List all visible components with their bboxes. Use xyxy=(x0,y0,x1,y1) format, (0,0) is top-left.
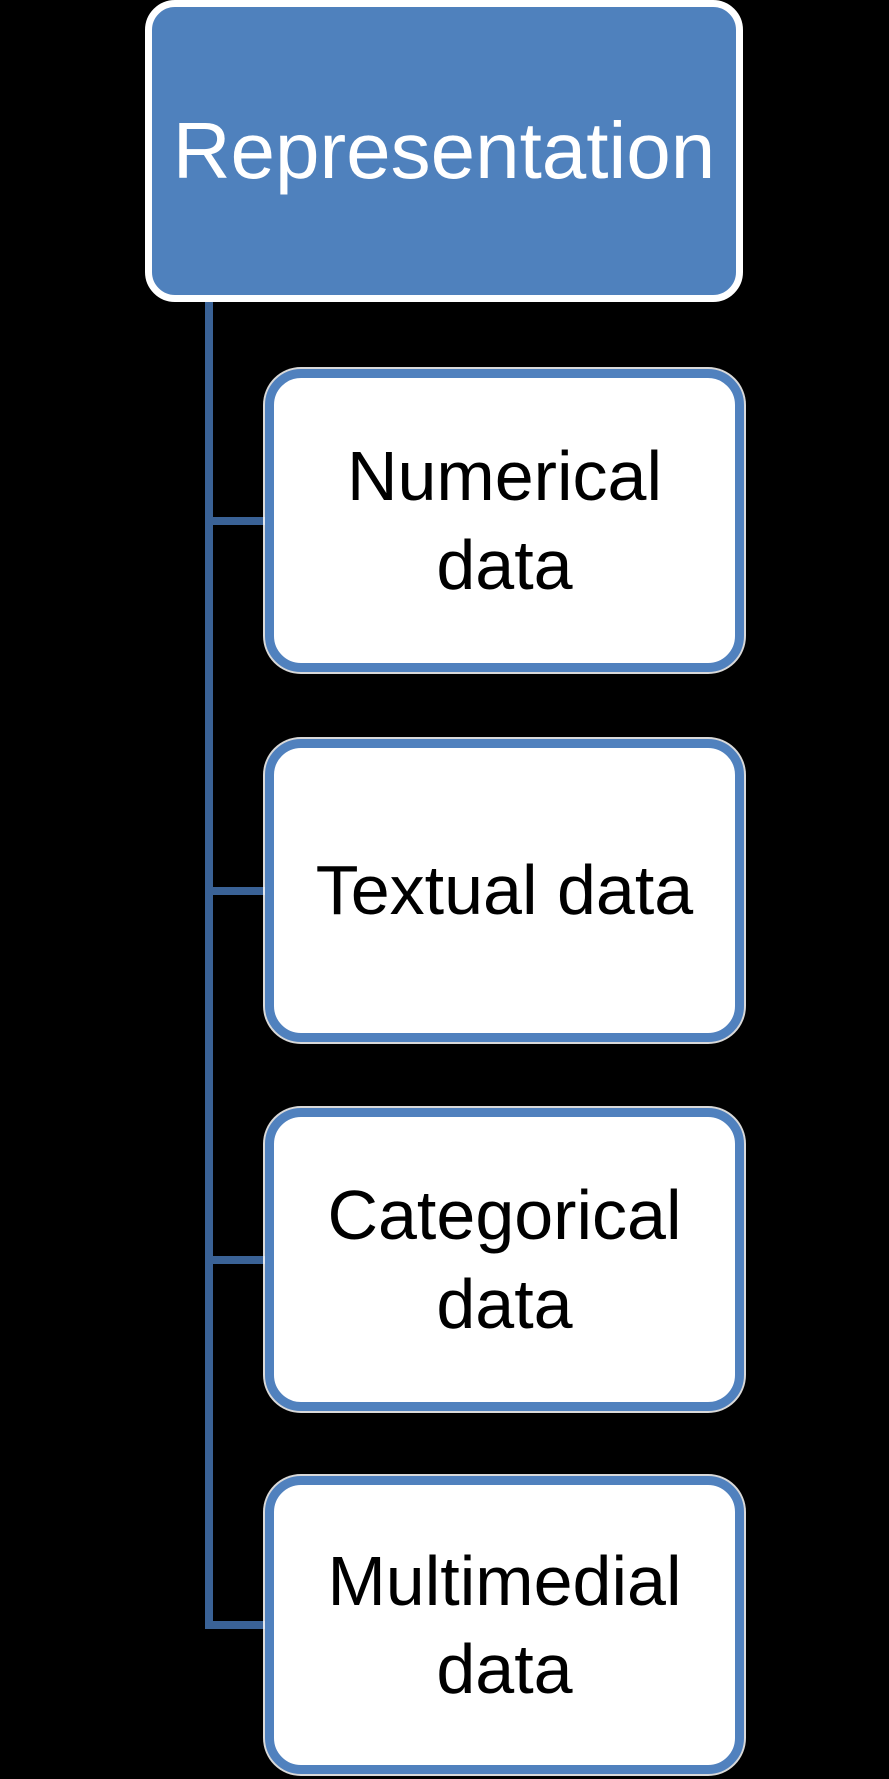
node-numerical-data-label: Numerical data xyxy=(346,437,663,604)
node-categorical-data: Categorical data xyxy=(265,1108,744,1411)
connector-trunk-line xyxy=(205,302,213,1629)
node-representation: Representation xyxy=(145,0,743,302)
node-numerical-data: Numerical data xyxy=(265,369,744,672)
connector-stub-multimedial xyxy=(205,1621,266,1629)
node-textual-data-label: Textual data xyxy=(315,851,694,930)
node-categorical-data-label: Categorical data xyxy=(327,1176,682,1343)
node-multimedial-data-label: Multimedial data xyxy=(327,1541,682,1708)
node-textual-data: Textual data xyxy=(265,739,744,1042)
connector-stub-textual xyxy=(205,887,266,895)
connector-stub-categorical xyxy=(205,1256,266,1264)
connector-stub-numerical xyxy=(205,517,266,525)
node-multimedial-data: Multimedial data xyxy=(265,1476,744,1774)
node-representation-label: Representation xyxy=(172,106,716,195)
